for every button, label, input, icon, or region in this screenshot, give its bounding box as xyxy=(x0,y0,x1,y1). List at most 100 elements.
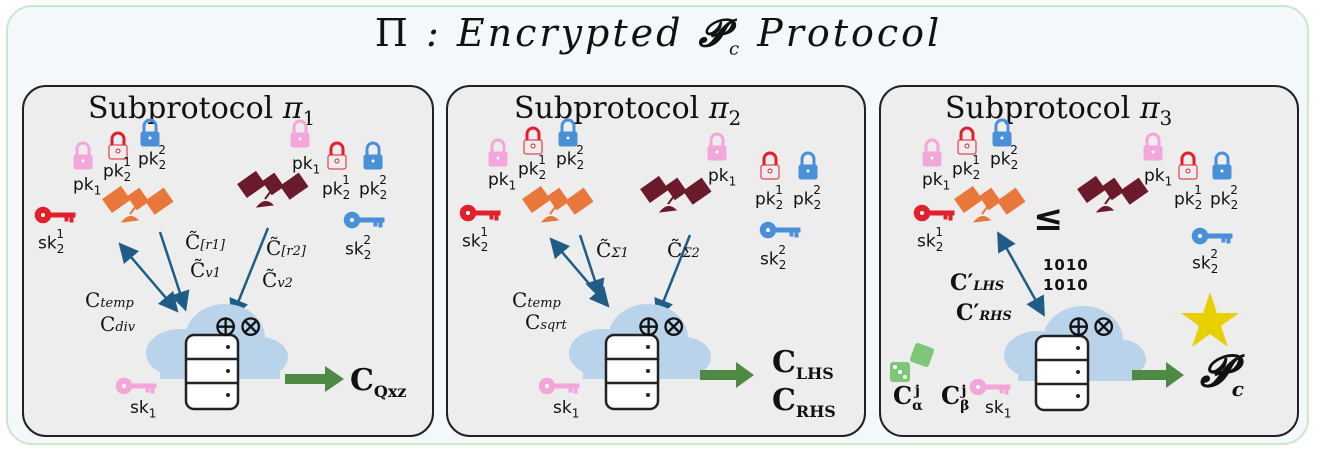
pk1-label: pk1 xyxy=(1144,166,1173,189)
output-arrow xyxy=(285,374,327,384)
pink-key-icon xyxy=(538,377,581,395)
pink-key-icon xyxy=(115,377,158,395)
satellite-icon xyxy=(639,175,712,213)
c-lhs-prime: C′LHS xyxy=(950,270,1005,296)
blue-lock-icon xyxy=(139,118,161,148)
title-pc: 𝓟 xyxy=(698,10,729,55)
pk1-label: pk1 xyxy=(922,170,951,193)
pink-lock-icon xyxy=(487,138,509,168)
pk1-label: pk1 xyxy=(708,166,737,189)
sk2-2-label: sk22 xyxy=(1192,247,1219,277)
database-icon xyxy=(184,333,240,411)
blue-lock-icon xyxy=(991,118,1013,148)
pk2-1-label: pk21 xyxy=(322,173,351,203)
bits-line-2: 1010 xyxy=(1043,276,1089,294)
subprotocol-3-panel: Subprotocol π3 xyxy=(879,85,1299,437)
red-lock-icon xyxy=(1177,151,1199,181)
pink-lock-icon xyxy=(72,141,94,171)
c-beta-j: Cβj xyxy=(941,381,970,414)
pk2-2-label: pk22 xyxy=(556,143,585,173)
sk1-label: sk1 xyxy=(130,398,157,421)
pk2-2-label: pk22 xyxy=(359,173,388,203)
ciphertext-sigma1: C̃Σ1 xyxy=(596,238,629,262)
ciphertext-arrow xyxy=(578,234,605,300)
sk2-1-label: sk21 xyxy=(917,225,944,255)
dice-icon xyxy=(890,343,934,382)
title-suffix: Protocol xyxy=(757,11,943,55)
pk2-1-label: pk21 xyxy=(755,183,784,213)
sk2-1-label: sk21 xyxy=(38,227,65,257)
c-rhs-prime: C′RHS xyxy=(956,300,1012,326)
blue-key-icon xyxy=(343,211,386,229)
ciphertext-arrow xyxy=(158,231,190,312)
output-arrow xyxy=(700,370,738,380)
blue-lock-icon xyxy=(797,151,819,181)
satellite-icon xyxy=(521,185,594,223)
blue-lock-icon xyxy=(557,118,579,148)
pk2-2-label: pk22 xyxy=(793,183,822,213)
blue-key-icon xyxy=(1191,227,1234,245)
subprotocol-2-title: Subprotocol π2 xyxy=(514,91,742,130)
ciphertext-v1: C̃v1 xyxy=(190,258,221,282)
red-lock-icon xyxy=(522,126,544,156)
blue-lock-icon xyxy=(1211,151,1233,181)
title-pc-sub: c xyxy=(728,38,743,60)
title-symbol: Π xyxy=(374,11,411,55)
c-sqrt-label: Csqrt xyxy=(525,310,567,334)
title-prefix: Encrypted xyxy=(456,11,684,55)
red-lock-icon xyxy=(759,151,781,181)
sk2-2-label: sk22 xyxy=(345,233,372,263)
pink-key-icon xyxy=(969,378,1012,396)
pk2-1-label: pk21 xyxy=(518,153,547,183)
output-c-qxz: CQxz xyxy=(350,363,407,401)
bits-line-1: 1010 xyxy=(1043,256,1089,274)
c-temp-label: Ctemp xyxy=(512,288,561,312)
database-icon xyxy=(604,333,660,411)
red-lock-icon xyxy=(326,141,348,171)
title-separator: : xyxy=(426,11,442,55)
c-div-label: Cdiv xyxy=(100,312,136,336)
c-temp-label: Ctemp xyxy=(85,288,134,312)
ciphertext-r2: C̃[r2] xyxy=(266,236,306,260)
pk2-2-label: pk22 xyxy=(990,143,1019,173)
satellite-icon xyxy=(101,185,174,223)
sk2-2-label: sk22 xyxy=(760,243,787,273)
subprotocol-3-title: Subprotocol π3 xyxy=(945,91,1173,130)
ciphertext-r1: C̃[r1] xyxy=(185,230,225,254)
output-pc: 𝓟c xyxy=(1200,346,1244,401)
ciphertext-v2: C̃v2 xyxy=(262,268,293,292)
homomorphic-ops: ⊕⊗ xyxy=(1066,309,1117,344)
pk2-1-label: pk21 xyxy=(952,153,981,183)
diagram-title: Π : Encrypted 𝓟c Protocol xyxy=(0,10,1317,60)
red-key-icon xyxy=(459,204,502,222)
blue-lock-icon xyxy=(362,141,384,171)
pink-lock-icon xyxy=(1142,132,1164,162)
ciphertext-arrow xyxy=(654,234,692,320)
pk1-label: pk1 xyxy=(292,154,321,177)
sk2-1-label: sk21 xyxy=(462,225,489,255)
star-icon xyxy=(1181,292,1239,347)
database-icon xyxy=(1034,334,1090,412)
pk1-label: pk1 xyxy=(488,170,517,193)
c-alpha-j: Cαj xyxy=(893,381,923,414)
output-c-rhs: CRHS xyxy=(772,383,836,421)
pink-lock-icon xyxy=(921,138,943,168)
homomorphic-ops: ⊕⊗ xyxy=(636,309,687,344)
comparison-symbol: ≤ xyxy=(1033,197,1064,239)
pk1-label: pk1 xyxy=(73,175,102,198)
pk2-2-label: pk22 xyxy=(1210,183,1239,213)
satellite-icon xyxy=(236,170,309,208)
bidirectional-arrow xyxy=(118,242,179,313)
pk2-1-label: pk21 xyxy=(1174,183,1203,213)
ciphertext-sigma2: C̃Σ2 xyxy=(667,238,700,262)
blue-key-icon xyxy=(759,221,802,239)
sk1-label: sk1 xyxy=(985,398,1012,421)
satellite-icon xyxy=(1076,175,1149,213)
pink-lock-icon xyxy=(289,119,311,149)
red-lock-icon xyxy=(956,126,978,156)
output-c-lhs: CLHS xyxy=(772,345,834,383)
sk1-label: sk1 xyxy=(553,398,580,421)
homomorphic-ops: ⊕⊗ xyxy=(213,309,264,344)
pink-lock-icon xyxy=(706,132,728,162)
